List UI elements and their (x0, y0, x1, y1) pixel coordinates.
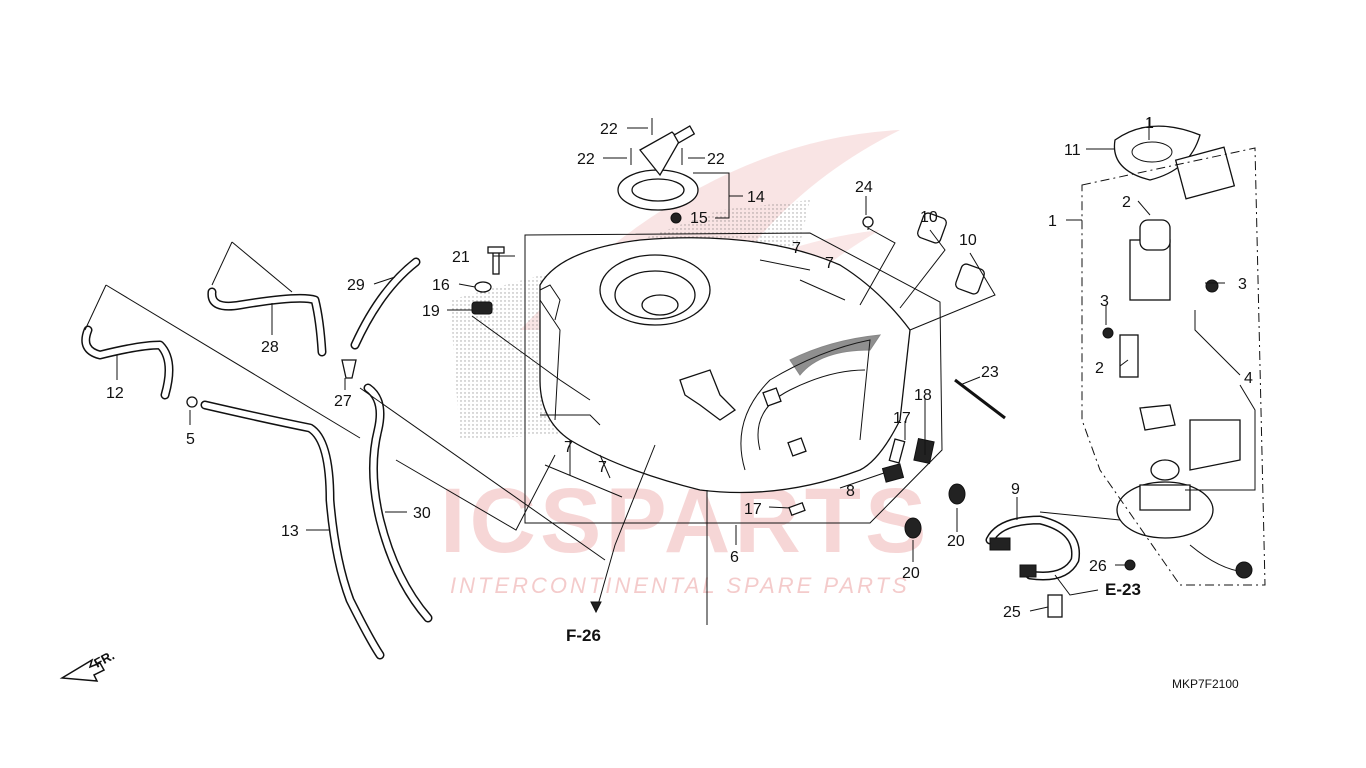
clamp-5 (186, 396, 198, 408)
fuel-pump-outline (1081, 147, 1266, 586)
callout-9: 9 (1011, 481, 1020, 498)
joint-27 (341, 359, 357, 379)
callout-15: 15 (690, 210, 708, 227)
callout-11: 11 (1064, 142, 1081, 159)
diagram-code: MKP7F2100 (1172, 677, 1239, 691)
callout-22: 22 (600, 121, 618, 138)
callout-30: 30 (413, 505, 431, 522)
callout-7: 7 (792, 240, 801, 257)
fuel-tank-body (539, 237, 911, 494)
callout-12: 12 (106, 385, 124, 402)
fuel-hose-9 (985, 515, 1081, 618)
callout-16: 16 (432, 277, 450, 294)
hose-12 (81, 325, 174, 400)
callout-5: 5 (186, 431, 195, 448)
callout-17: 17 (893, 410, 911, 427)
callout-7: 7 (598, 459, 607, 476)
callout-28: 28 (261, 339, 279, 356)
callout-2: 2 (1122, 194, 1131, 211)
callout-7: 7 (825, 255, 834, 272)
f26-arrow-head (590, 601, 602, 614)
callout-23: 23 (981, 364, 999, 381)
callout-2: 2 (1095, 360, 1104, 377)
callouts: 22 22 22 14 15 24 10 10 11 1 1 2 2 3 3 4… (106, 115, 1253, 621)
callout-7: 7 (564, 439, 573, 456)
callout-26: 26 (1089, 558, 1107, 575)
callout-22: 22 (577, 151, 595, 168)
callout-18: 18 (914, 387, 932, 404)
callout-17: 17 (744, 501, 762, 518)
ref-e23: E-23 (1105, 580, 1141, 599)
callout-8: 8 (846, 483, 855, 500)
callout-22: 22 (707, 151, 725, 168)
callout-21: 21 (452, 249, 470, 266)
front-arrow: FR. (59, 648, 117, 682)
callout-14: 14 (747, 189, 765, 206)
ref-f26: F-26 (566, 626, 601, 645)
hose-13 (200, 400, 385, 660)
callout-25: 25 (1003, 604, 1021, 621)
callout-10: 10 (920, 209, 938, 226)
callout-29: 29 (347, 277, 365, 294)
callout-27: 27 (334, 393, 352, 410)
callout-13: 13 (281, 523, 299, 540)
callout-3: 3 (1100, 293, 1109, 310)
hose-29 (350, 257, 421, 350)
callout-3: 3 (1238, 276, 1247, 293)
hose-30 (363, 383, 433, 623)
leader-lines (84, 118, 1256, 625)
callout-10: 10 (959, 232, 977, 249)
hose-28 (207, 287, 327, 357)
watermark-tagline: INTERCONTINENTAL SPARE PARTS (450, 573, 910, 598)
small-tank-parts (471, 212, 1006, 539)
callout-20: 20 (947, 533, 965, 550)
callout-20: 20 (902, 565, 920, 582)
callout-1: 1 (1048, 213, 1057, 230)
callout-4: 4 (1244, 370, 1253, 387)
callout-1: 1 (1145, 115, 1154, 132)
callout-19: 19 (422, 303, 440, 320)
tank-group-outline (524, 232, 943, 524)
fuel-pump-group (1102, 125, 1253, 579)
callout-6: 6 (730, 549, 739, 566)
fuel-cap-assembly (617, 118, 699, 224)
callout-24: 24 (855, 179, 873, 196)
